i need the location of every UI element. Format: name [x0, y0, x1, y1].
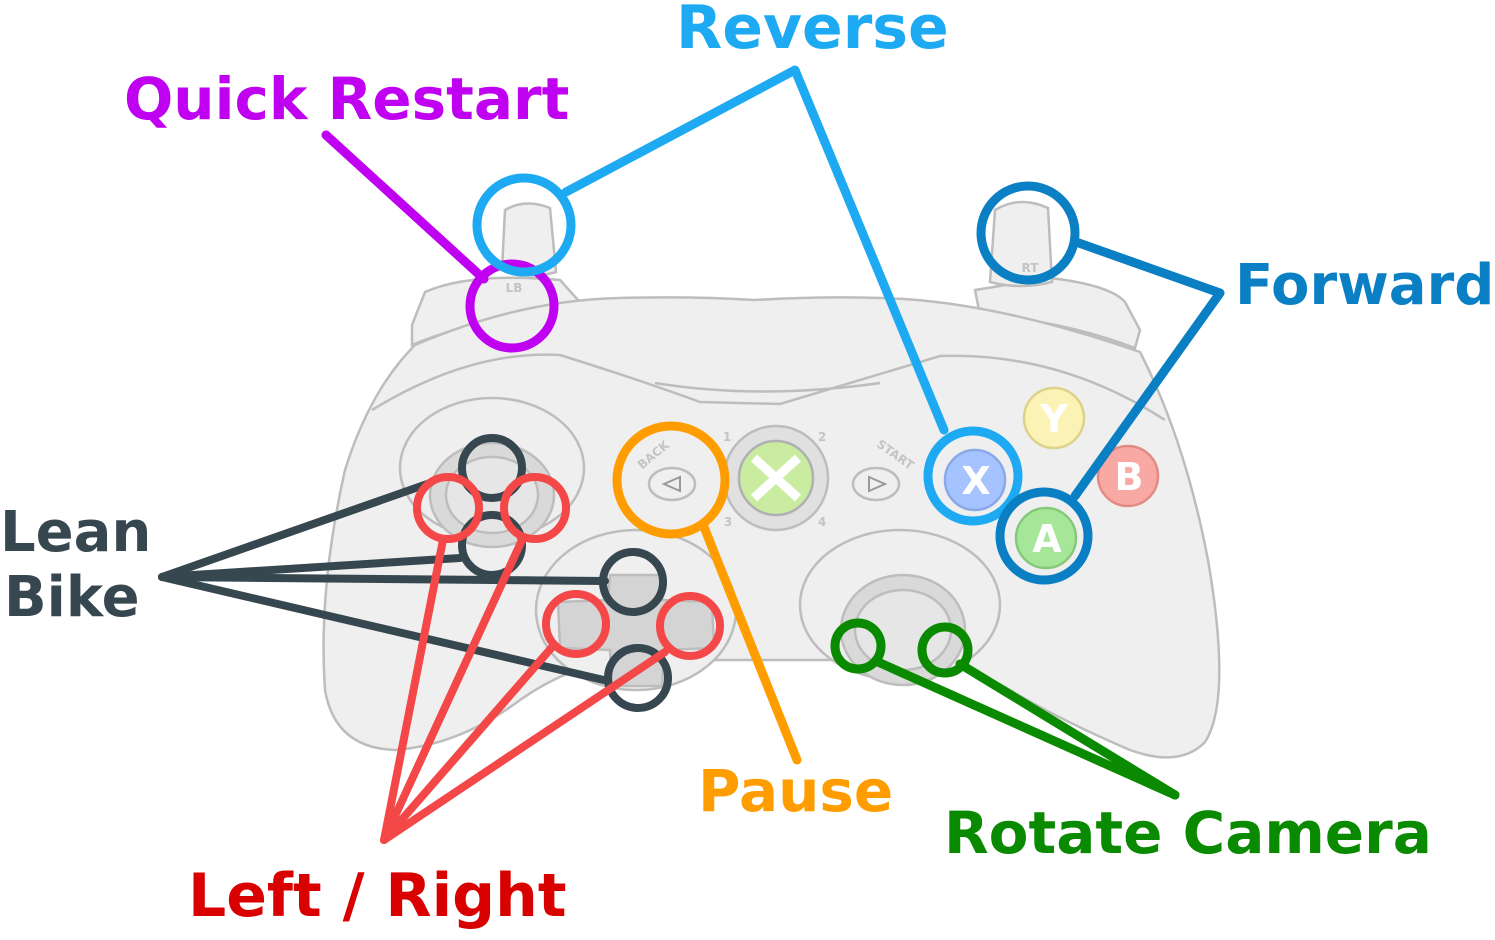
controller-markings: Y B X A: [961, 397, 1143, 561]
ls-left-highlight: [413, 473, 483, 543]
label-forward: Forward: [1235, 253, 1495, 318]
lean-bike-callout: [158, 434, 672, 712]
quadrant-1: 1: [723, 430, 731, 444]
camera-line-2: [955, 659, 1180, 800]
back-highlight: [612, 421, 730, 539]
label-rotate-camera: Rotate Camera: [944, 799, 1432, 867]
lb-marking: LB: [506, 281, 523, 295]
dpad-left-highlight: [542, 590, 610, 658]
lr-line-4: [380, 648, 669, 844]
ls-up-highlight: [458, 434, 526, 502]
x-letter: X: [961, 459, 990, 503]
pause-line: [699, 522, 802, 765]
lt-highlight: [472, 173, 576, 277]
y-button: [1022, 386, 1086, 450]
rs-left-highlight: [830, 618, 886, 674]
label-left-right: Left / Right: [188, 861, 567, 931]
controller-rim: [371, 353, 1166, 422]
rotate-camera-callout: [830, 618, 1180, 800]
label-quick-restart: Quick Restart: [124, 65, 570, 133]
lean-line-1: [158, 479, 434, 581]
lr-line-3: [380, 642, 557, 844]
b-letter: B: [1115, 455, 1144, 499]
rt-marking: RT: [1022, 261, 1040, 275]
rs-right-highlight: [917, 622, 973, 678]
dpad-down-highlight: [604, 644, 672, 712]
label-lean-bike-line1: Lean: [0, 500, 152, 565]
b-button: [1096, 444, 1160, 508]
reverse-lines: [561, 65, 949, 435]
a-letter: A: [1032, 517, 1062, 561]
lean-line-3: [158, 573, 609, 585]
x-button: [943, 448, 1007, 512]
back-button: [647, 466, 697, 502]
quadrant-3: 3: [724, 515, 732, 529]
quadrant-2: 2: [818, 430, 826, 444]
quick-restart-callout: [321, 130, 559, 353]
label-reverse: Reverse: [676, 0, 949, 63]
xbox-logo: [750, 454, 802, 502]
quick-restart-line: [321, 130, 489, 284]
camera-line-1: [873, 657, 1180, 800]
y-letter: Y: [1039, 397, 1068, 441]
forward-callout: [976, 181, 1225, 585]
lr-line-2: [380, 536, 526, 844]
label-pause: Pause: [698, 757, 894, 825]
rt-highlight: [976, 181, 1080, 285]
left-right-callout: [380, 473, 724, 844]
dpad-up-highlight: [599, 548, 667, 616]
forward-lines: [1070, 237, 1225, 501]
label-lean-bike-line2: Bike: [4, 565, 140, 630]
ls-right-highlight: [500, 473, 570, 543]
quadrant-4: 4: [818, 515, 826, 529]
lr-line-1: [380, 536, 447, 844]
reverse-callout: [472, 65, 1023, 526]
lb-highlight: [465, 259, 559, 353]
pause-callout: [612, 421, 802, 765]
x-highlight: [923, 426, 1023, 526]
a-highlight: [995, 487, 1093, 585]
dpad-right-highlight: [656, 592, 724, 660]
start-button: [851, 466, 901, 502]
a-button: [1014, 506, 1078, 570]
right-trigger: [988, 200, 1054, 288]
